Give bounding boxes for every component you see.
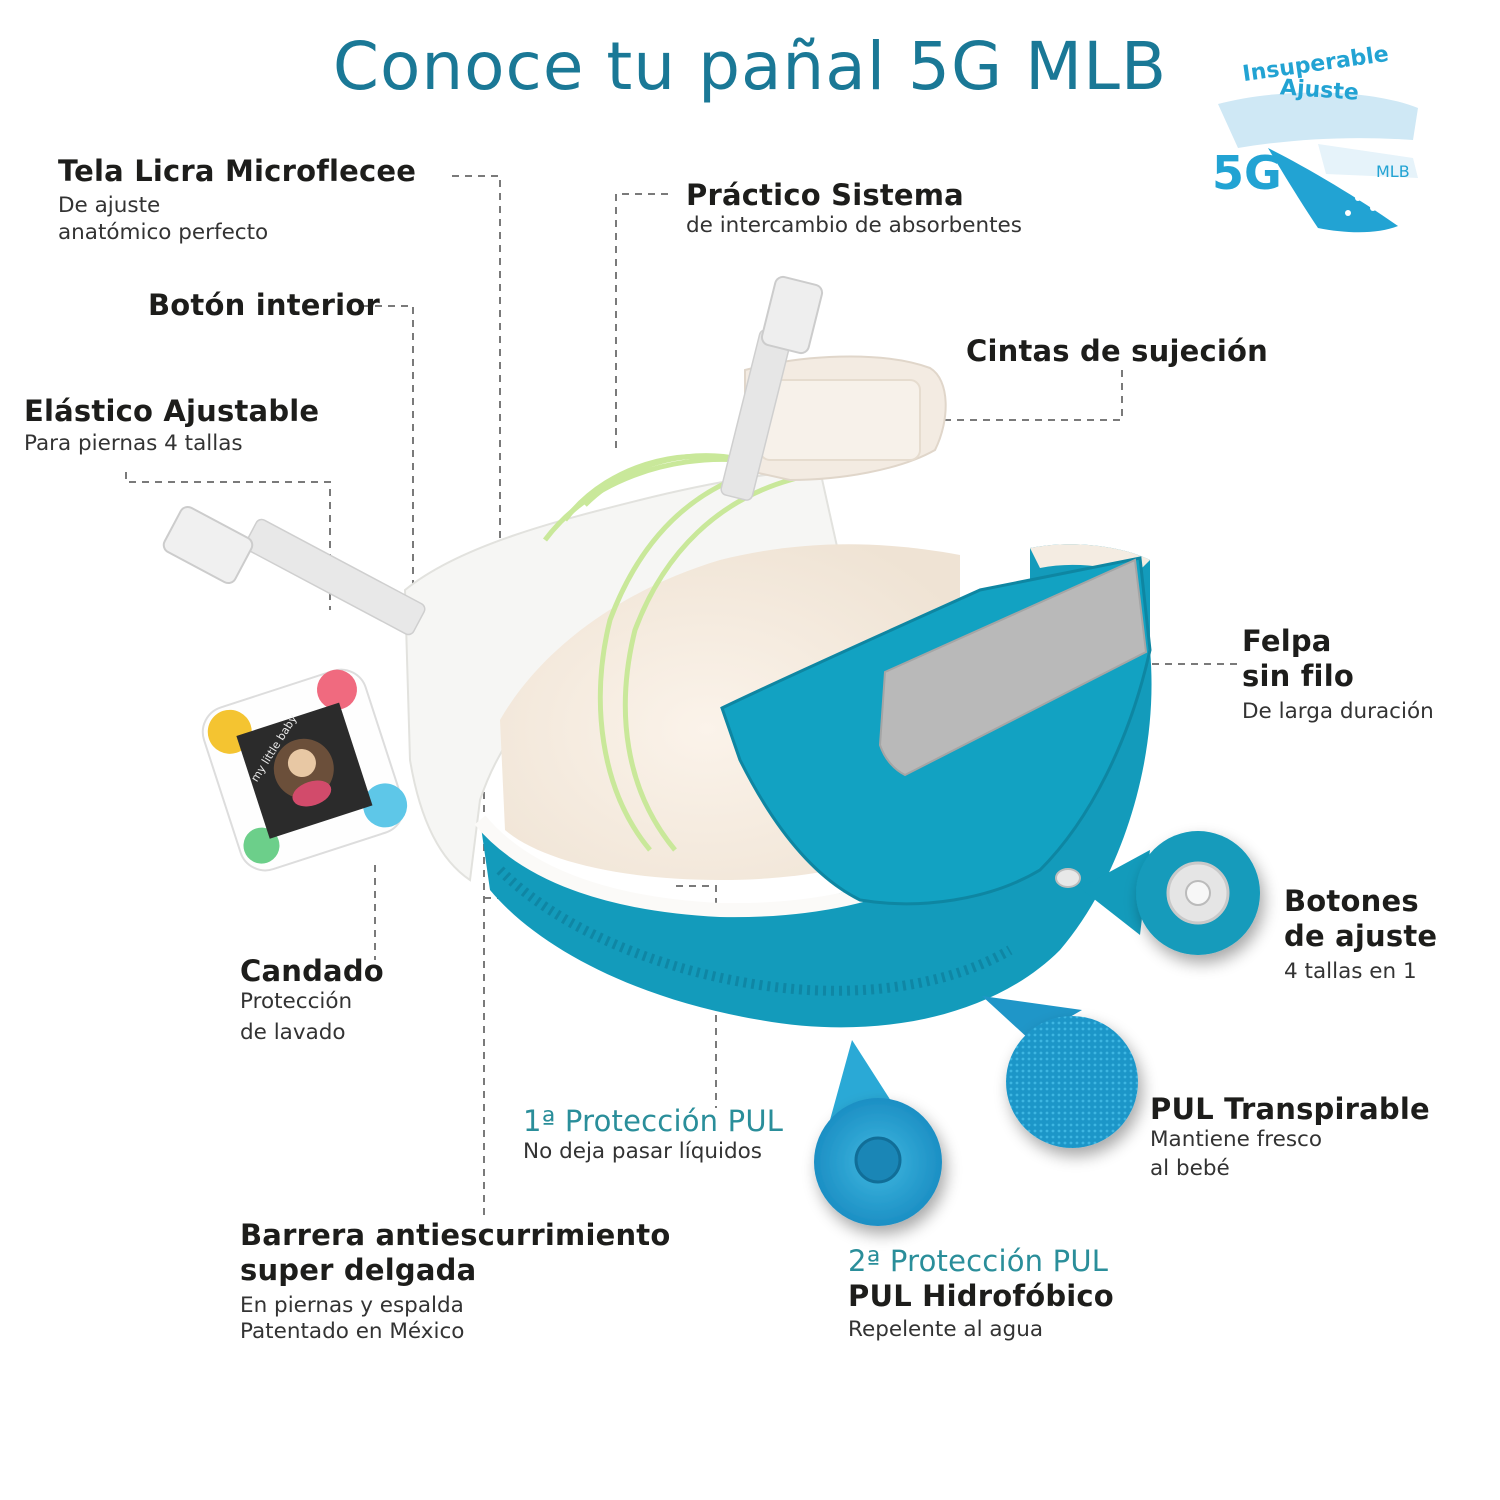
printed-tag — [201, 668, 408, 872]
badge-mark: 5G — [1212, 146, 1282, 200]
callout-practico: Práctico Sistema de intercambio de absor… — [686, 178, 1022, 240]
callout-boton-interior-title: Botón interior — [148, 288, 380, 322]
callout-tela-line2: anatómico perfecto — [58, 219, 269, 245]
callout-elastico: Elástico Ajustable Para piernas 4 tallas — [24, 394, 319, 458]
callout-tela: Tela Licra Microflecee De ajuste anatómi… — [58, 154, 416, 246]
callout-botones-line1: 4 tallas en 1 — [1284, 958, 1417, 984]
callout-felpa-title1: Felpa — [1242, 624, 1332, 658]
leg-elastic-ruffle — [496, 866, 1013, 996]
callout-candado: Candado Protección de lavado — [240, 954, 384, 1046]
fit-badge: Insuperable Ajuste 5G MLB — [1208, 42, 1458, 248]
callout-segunda-proteccion: 2ª Protección PUL PUL Hidrofóbico Repele… — [848, 1244, 1114, 1343]
callout-felpa-title2: sin filo — [1242, 659, 1354, 694]
velcro-loop-strip — [878, 558, 1148, 777]
callout-botones-title2: de ajuste — [1284, 919, 1438, 954]
callout-tela-line1: De ajuste — [58, 193, 161, 219]
callout-practico-title: Práctico Sistema — [686, 178, 964, 212]
zoom-pul-transpirable — [982, 996, 1138, 1148]
callout-barrera-line1: En piernas y espalda — [240, 1292, 464, 1318]
leader-tela — [452, 175, 501, 612]
callout-botones: Botones de ajuste 4 tallas en 1 — [1284, 884, 1437, 985]
callout-pul-transpirable-line1: Mantiene fresco — [1150, 1127, 1323, 1153]
strap-buckle-left — [162, 505, 254, 585]
strap-buckle-top — [760, 275, 824, 355]
body-snap — [1055, 868, 1081, 888]
callout-cintas: Cintas de sujeción — [966, 334, 1268, 369]
callout-pul-transpirable: PUL Transpirable Mantiene fresco al bebé — [1150, 1092, 1430, 1182]
callout-boton-interior: Botón interior — [148, 288, 380, 323]
callout-primera-proteccion-title: 1ª Protección PUL — [523, 1104, 784, 1138]
callout-barrera-title2: super delgada — [240, 1253, 477, 1288]
callout-candado-line2: de lavado — [240, 1019, 346, 1045]
green-elastic — [543, 453, 796, 852]
callout-candado-line1: Protección — [240, 989, 353, 1015]
badge-brand: MLB — [1376, 162, 1410, 181]
callout-primera-proteccion-line1: No deja pasar líquidos — [523, 1139, 762, 1165]
callout-barrera-title1: Barrera antiescurrimiento — [240, 1218, 671, 1252]
callout-cintas-title: Cintas de sujeción — [966, 334, 1268, 368]
callout-segunda-proteccion-line1: Repelente al agua — [848, 1316, 1044, 1342]
callout-practico-line1: de intercambio de absorbentes — [686, 213, 1022, 239]
page-title: Conoce tu pañal 5G MLB — [332, 28, 1168, 105]
callout-botones-title1: Botones — [1284, 884, 1419, 918]
closure-tab-velcro — [759, 379, 921, 461]
callout-barrera-line2: Patentado en México — [240, 1318, 465, 1344]
leader-boton-interior — [362, 305, 414, 600]
callout-felpa: Felpa sin filo De larga duración — [1242, 624, 1434, 725]
elastic-strap-left — [244, 518, 426, 636]
leader-primera — [676, 885, 717, 1108]
callout-felpa-line1: De larga duración — [1242, 698, 1434, 724]
callout-elastico-line1: Para piernas 4 tallas — [24, 431, 243, 457]
callout-pul-transpirable-title: PUL Transpirable — [1150, 1092, 1430, 1126]
callout-candado-title: Candado — [240, 954, 384, 988]
callout-elastico-title: Elástico Ajustable — [24, 394, 320, 428]
zoom-snap — [1080, 831, 1260, 955]
zoom-pul-hidrofobico — [814, 1040, 942, 1226]
callout-segunda-proteccion-title: 2ª Protección PUL — [848, 1244, 1109, 1278]
callout-pul-transpirable-line2: al bebé — [1150, 1155, 1230, 1181]
leader-practico — [615, 193, 668, 448]
callout-primera-proteccion: 1ª Protección PUL No deja pasar líquidos — [523, 1104, 783, 1166]
callout-tela-title: Tela Licra Microflecee — [58, 154, 417, 188]
leader-elastico — [125, 472, 331, 610]
callout-segunda-proteccion-title2: PUL Hidrofóbico — [848, 1279, 1114, 1314]
callout-barrera: Barrera antiescurrimiento super delgada … — [240, 1218, 671, 1345]
leader-cintas — [945, 370, 1123, 421]
